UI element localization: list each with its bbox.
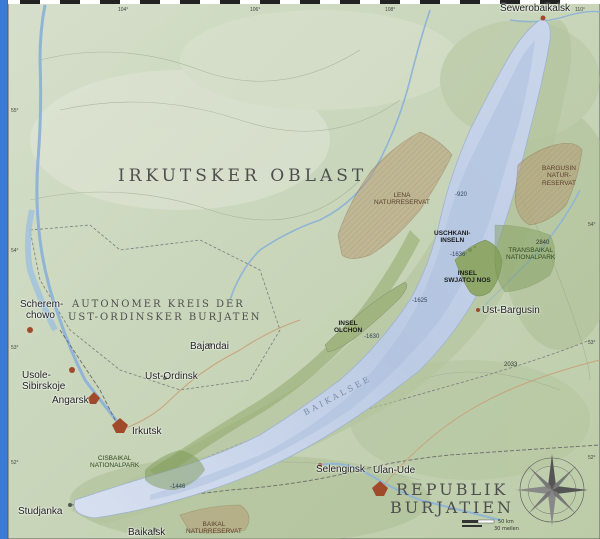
graticule-right-1: 54°	[588, 222, 596, 228]
town-angarsk: Angarsk	[52, 395, 89, 406]
depth-central: -1625	[412, 298, 428, 304]
bargusin-reserve-line-3: RESERVAT	[542, 179, 576, 187]
uschkani-line-1: USCHKANI-	[434, 230, 471, 237]
depth-north: -920	[455, 192, 468, 198]
lena-reserve-line-1: LENA	[393, 192, 411, 199]
frame-ticks-top	[8, 0, 600, 4]
lena-reserve-label: LENA NATURRESERVAT	[374, 192, 430, 207]
town-markers	[27, 15, 546, 532]
transbaikal-park-area	[494, 224, 556, 293]
town-ust-ordinsk: Ust-Ordinsk	[145, 371, 198, 382]
upper-angara-river	[509, 10, 600, 23]
graticule-left-1: 55°	[11, 108, 19, 114]
swjatoj-nos-line-2: SWJATOJ NOS	[444, 277, 491, 285]
scale-bar	[462, 519, 495, 527]
baikal-reserve-line-1: BAIKAL	[202, 521, 226, 528]
studjanka-marker	[68, 503, 72, 507]
cisbaikal-park-area	[145, 450, 205, 490]
bargusin-reserve-line-2: NATUR-	[546, 172, 572, 180]
depth-olchon: -1630	[364, 334, 380, 340]
town-selenginsk: Selenginsk	[316, 464, 365, 475]
ulan-ude-marker	[372, 481, 388, 496]
baikal-reserve-label: BAIKAL NATURRESERVAT	[186, 521, 242, 536]
town-scheremchowo-2: chowo	[26, 310, 55, 321]
uschkani-label: USCHKANI- INSELN	[434, 230, 470, 244]
transbaikal-park-label: TRANSBAIKAL NATIONALPARK	[506, 247, 555, 262]
cisbaikal-park-line-2: NATIONALPARK	[90, 462, 140, 470]
district-border	[29, 224, 281, 391]
angara-reservoir	[24, 209, 58, 332]
town-usolje-2: Sibirskoje	[22, 381, 66, 392]
transbaikal-park-line-1: TRANSBAIKAL	[508, 247, 554, 254]
town-studjanka: Studjanka	[18, 506, 63, 517]
scheremchowo-marker	[27, 327, 33, 333]
scale-km-label: 50 km	[498, 519, 514, 525]
town-bajandai: Bajandai	[190, 341, 229, 352]
bargusin-reserve-label: BARGUSIN NATUR- RESERVAT	[542, 165, 576, 187]
cisbaikal-park-label: CISBAIKAL NATIONALPARK	[90, 455, 139, 470]
graticule-right-3: 52°	[588, 455, 596, 461]
baikalsk-marker	[153, 528, 157, 532]
transbaikal-park-line-2: NATIONALPARK	[506, 254, 556, 262]
selenga-river	[319, 462, 501, 521]
depth-middle: -1636	[450, 252, 466, 258]
region-label-irkutsk: IRKUTSKER OBLAST	[118, 166, 368, 186]
olchon-label: INSEL OLCHON	[334, 320, 362, 334]
graticule-right-2: 53°	[588, 340, 596, 346]
depth-south: -1446	[170, 484, 186, 490]
town-ust-bargusin: Ust-Bargusin	[482, 305, 540, 316]
town-baikalsk: Baikalsk	[128, 527, 166, 538]
lake-baikal	[73, 19, 551, 519]
peak-east: 2033	[504, 362, 518, 368]
baikal-reserve-area	[179, 504, 250, 534]
ust-bargusin-marker	[476, 308, 480, 312]
uschkani-line-2: INSELN	[440, 237, 465, 245]
region-label-buryatia-1: REPUBLIK	[396, 480, 509, 499]
frame-border	[7, 0, 600, 539]
uschkani-island-1	[468, 248, 472, 252]
graticule-left-3: 53°	[11, 345, 19, 351]
town-sewerobaikalsk: Sewerobaikalsk	[500, 3, 571, 14]
baikal-reserve-line-2: NATURRESERVAT	[186, 528, 242, 536]
graticule-left-4: 52°	[11, 460, 19, 466]
graticule-left-2: 54°	[11, 248, 19, 254]
cisbaikal-park-line-1: CISBAIKAL	[97, 455, 132, 462]
swjatoj-nos-line-1: INSEL	[457, 270, 477, 277]
selenginsk-marker	[318, 463, 322, 467]
town-scheremchowo-1: Scherem-	[20, 299, 64, 310]
angara-river	[35, 4, 122, 426]
sewerobaikalsk-marker	[540, 15, 546, 21]
ust-ordinsk-marker	[163, 376, 167, 380]
graticule-top-4: 110°	[575, 7, 585, 13]
region-label-ust-ordinsk-2: UST-ORDINSKER BURJATEN	[68, 312, 262, 323]
olchon-island	[324, 281, 407, 353]
compass-rose-icon	[516, 454, 588, 526]
lena-reserve-line-2: NATURRESERVAT	[374, 199, 430, 207]
scale-miles-label: 30 meilen	[494, 526, 519, 532]
region-label-buryatia-2: BURJATIEN	[390, 498, 515, 517]
angarsk-marker	[88, 392, 100, 404]
town-ulan-ude: Ulan-Ude	[373, 465, 416, 476]
town-usolje-1: Usole-	[22, 370, 51, 381]
uschkani-island-3	[465, 252, 467, 254]
graticule-top-1: 104°	[118, 7, 129, 13]
swjatoj-nos-peninsula	[454, 239, 503, 297]
swjatoj-nos-label: INSEL SWJATOJ NOS	[444, 270, 491, 284]
graticule-top-2: 106°	[250, 7, 261, 13]
irkutsk-marker	[112, 418, 128, 433]
peak-north: 2840	[536, 240, 550, 246]
frame-left	[0, 0, 8, 539]
olchon-line-1: INSEL	[338, 320, 358, 327]
usolje-marker	[69, 367, 75, 373]
bargusin-reserve-line-1: BARGUSIN	[542, 165, 576, 172]
region-label-ust-ordinsk-1: AUTONOMER KREIS DER	[72, 299, 245, 310]
town-irkutsk: Irkutsk	[132, 426, 162, 437]
uschkani-island-2	[473, 245, 477, 249]
lake-deep	[150, 40, 535, 500]
graticule-top-3: 108°	[385, 7, 396, 13]
olchon-line-2: OLCHON	[334, 327, 363, 335]
bajandai-marker	[208, 343, 212, 347]
